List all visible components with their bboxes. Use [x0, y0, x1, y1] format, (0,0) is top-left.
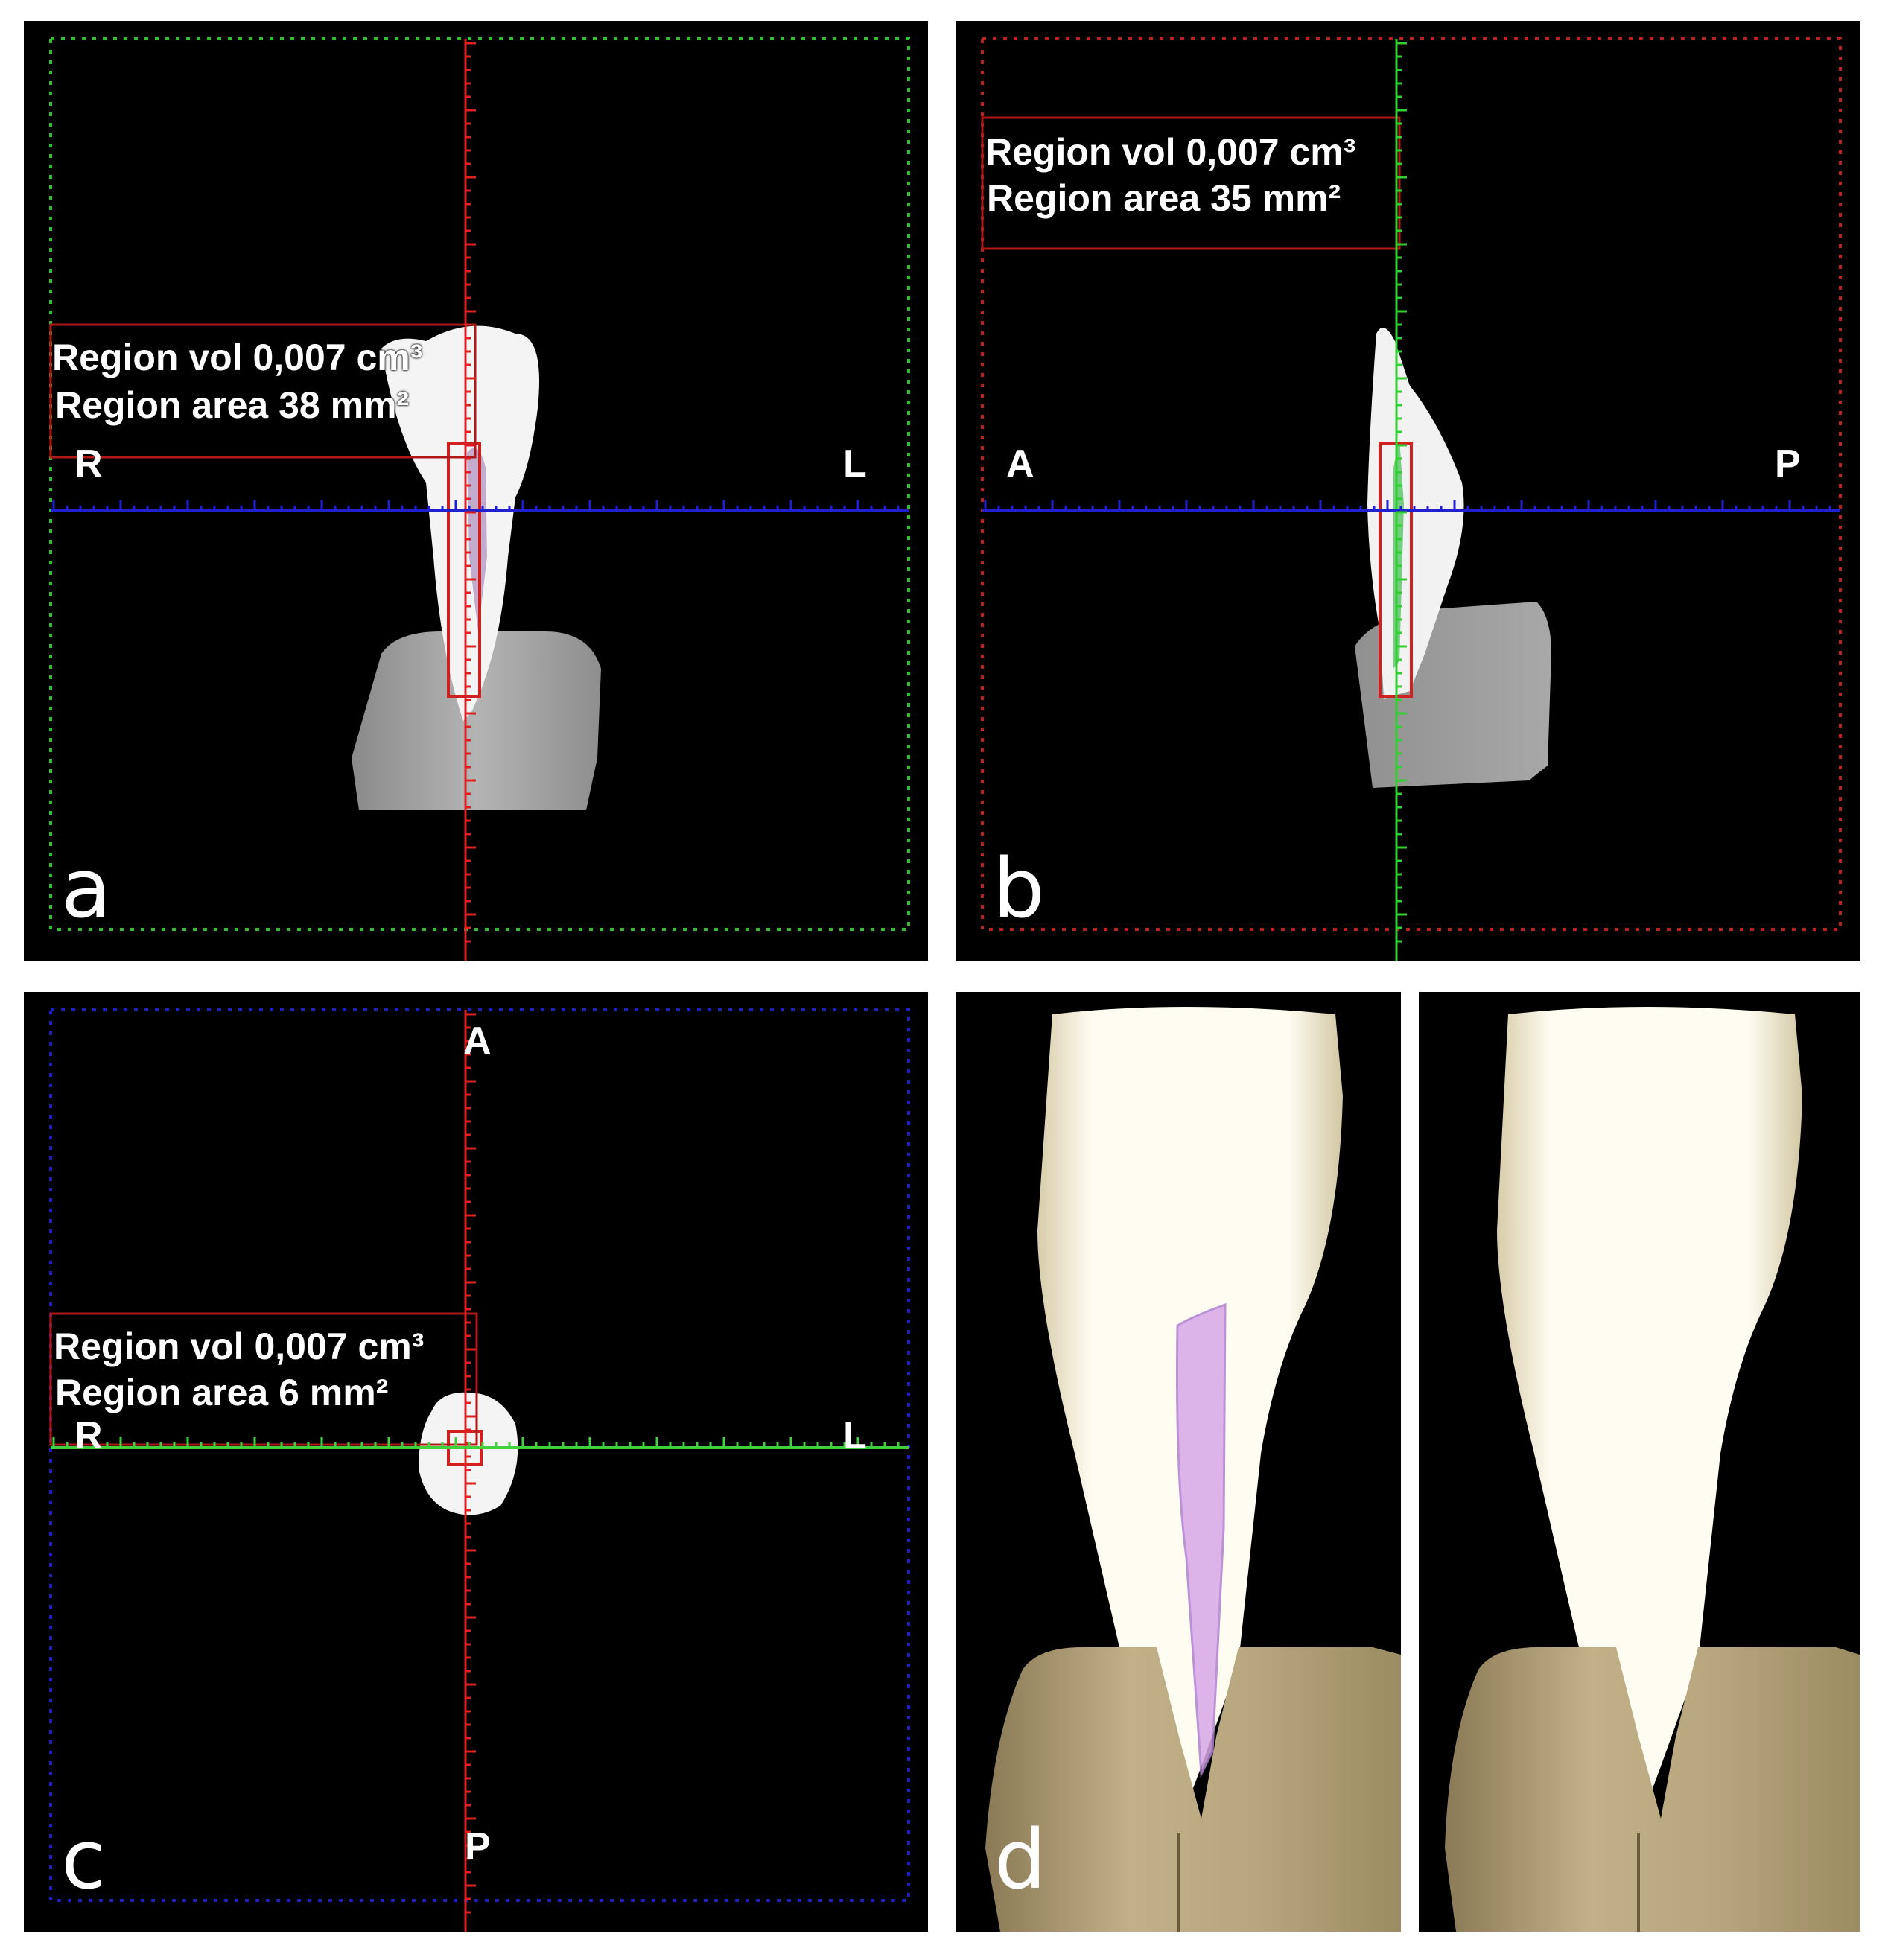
panel-b-image	[981, 37, 1842, 961]
panel-d-right-tooth	[1497, 1007, 1802, 1826]
panel-d-3d-render-with-canal: d	[956, 992, 1401, 1932]
crosshair-ticks	[984, 42, 1831, 943]
panel-b-right-label: P	[1775, 442, 1801, 486]
panel-d-right-bone	[1445, 1647, 1860, 1932]
panel-a-region-box	[447, 442, 481, 698]
panel-c-right-label: L	[843, 1414, 867, 1457]
panel-a-right-label: L	[843, 442, 867, 486]
panel-c-label-box	[49, 1312, 478, 1446]
panel-b-label-box	[981, 116, 1401, 250]
panel-a-tooth-shape	[381, 325, 539, 721]
panel-a-letter: a	[61, 841, 112, 936]
panel-a-left-label: R	[74, 442, 103, 486]
panel-a-region-area: Region area 38 mm²	[55, 384, 410, 426]
panel-b-tooth-shape	[1367, 328, 1464, 699]
panel-b-letter: b	[993, 841, 1045, 936]
panel-c-region-vol: Region vol 0,007 cm³	[54, 1326, 425, 1367]
panel-a-canal	[467, 448, 487, 631]
panel-c-image	[49, 1008, 910, 1932]
panel-b-frame	[981, 37, 1842, 931]
panel-a-image	[49, 37, 910, 961]
panel-d-right-image	[1445, 1007, 1860, 1932]
panel-d-left-bone	[985, 1647, 1401, 1932]
panel-d-letter: d	[994, 1812, 1046, 1907]
crosshair-ticks	[52, 42, 900, 943]
panel-b-sagittal-view: Region vol 0,007 cm³ Region area 35 mm² …	[956, 21, 1860, 961]
panel-b-region-vol: Region vol 0,007 cm³	[985, 131, 1356, 173]
panel-a-frame	[49, 37, 910, 931]
panel-c-bottom-label: P	[465, 1825, 491, 1868]
panel-d-canal-highlight	[1176, 1302, 1227, 1778]
panel-c-frame	[49, 1008, 910, 1902]
panel-d-left-image	[985, 1007, 1401, 1932]
panel-a-coronal-view: Region vol 0,007 cm³ Region area 38 mm² …	[24, 21, 928, 961]
panel-a-region-vol: Region vol 0,007 cm³	[52, 337, 423, 378]
panel-c-letter: c	[61, 1812, 107, 1907]
panel-d-3d-render-plain	[1419, 992, 1860, 1932]
panel-b-region-area: Region area 35 mm²	[987, 177, 1341, 219]
panel-c-axial-view: Region vol 0,007 cm³ Region area 6 mm² R…	[24, 992, 928, 1932]
panel-c-left-label: R	[74, 1414, 103, 1457]
panel-c-region-area: Region area 6 mm²	[55, 1372, 389, 1413]
panel-c-top-label: A	[463, 1019, 492, 1063]
crosshair-ticks	[52, 1013, 900, 1914]
panel-b-left-label: A	[1006, 442, 1034, 486]
panel-a-bone-shape	[352, 631, 601, 810]
panel-c-tooth-section	[419, 1392, 518, 1515]
panel-a-label-box	[49, 323, 477, 459]
